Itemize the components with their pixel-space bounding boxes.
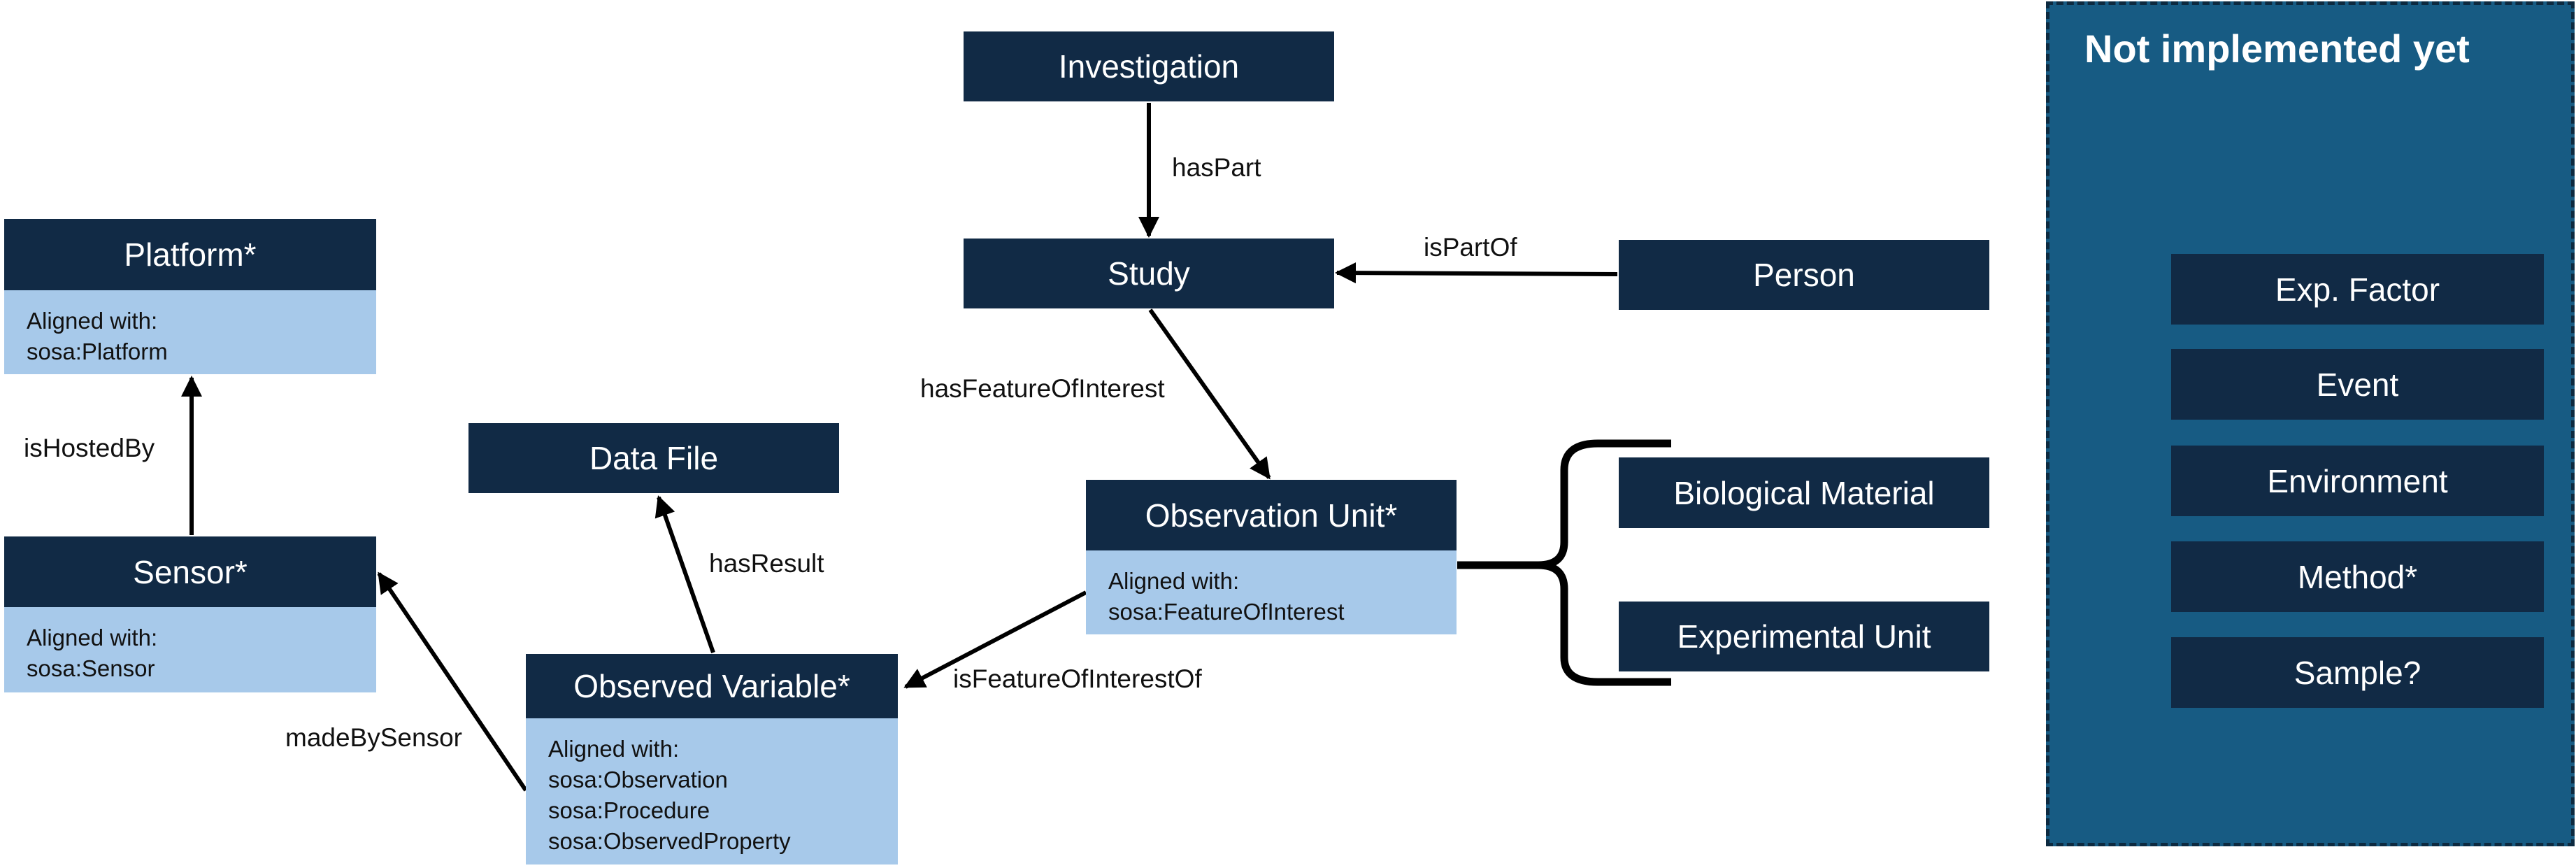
panel-item-sample[interactable]: Sample? bbox=[2171, 637, 2544, 708]
aligned-line: sosa:FeatureOfInterest bbox=[1108, 599, 1345, 625]
aligned-line: sosa:ObservedProperty bbox=[548, 828, 791, 854]
node-observed-variable[interactable]: Observed Variable* bbox=[526, 654, 898, 718]
node-platform-note: Aligned with: sosa:Platform bbox=[4, 290, 376, 374]
aligned-line: sosa:Platform bbox=[27, 339, 168, 364]
label-has-result: hasResult bbox=[709, 549, 824, 578]
aligned-heading: Aligned with: bbox=[27, 308, 158, 334]
panel-title: Not implemented yet bbox=[2084, 27, 2470, 71]
node-person[interactable]: Person bbox=[1619, 240, 1989, 310]
edge-is-feature-of-interest-of bbox=[903, 590, 1087, 689]
node-platform[interactable]: Platform* bbox=[4, 219, 376, 290]
label-has-part: hasPart bbox=[1172, 153, 1261, 182]
node-sensor-note: Aligned with: sosa:Sensor bbox=[4, 607, 376, 692]
label-is-hosted-by: isHostedBy bbox=[24, 434, 155, 462]
aligned-heading: Aligned with: bbox=[27, 625, 158, 650]
node-experimental-unit[interactable]: Experimental Unit bbox=[1619, 602, 1989, 671]
panel-item-event[interactable]: Event bbox=[2171, 349, 2544, 420]
edge-has-result bbox=[654, 495, 715, 653]
node-observation-unit[interactable]: Observation Unit* bbox=[1086, 480, 1457, 550]
label-has-feature-of-interest: hasFeatureOfInterest bbox=[920, 374, 1165, 403]
grouping-brace bbox=[1457, 439, 1671, 686]
edge-made-by-sensor bbox=[377, 571, 528, 792]
node-study[interactable]: Study bbox=[964, 239, 1334, 308]
aligned-heading: Aligned with: bbox=[1108, 568, 1240, 594]
node-observed-variable-note: Aligned with: sosa:Observation sosa:Proc… bbox=[526, 718, 898, 865]
panel-item-exp-factor[interactable]: Exp. Factor bbox=[2171, 254, 2544, 325]
label-made-by-sensor: madeBySensor bbox=[285, 723, 462, 752]
node-biological-material[interactable]: Biological Material bbox=[1619, 457, 1989, 528]
node-investigation[interactable]: Investigation bbox=[964, 31, 1334, 101]
panel-item-environment[interactable]: Environment bbox=[2171, 446, 2544, 516]
edge-has-feature-of-interest bbox=[1148, 308, 1271, 480]
node-data-file[interactable]: Data File bbox=[468, 423, 839, 493]
label-is-feature-of-interest-of: isFeatureOfInterestOf bbox=[953, 664, 1202, 693]
aligned-line: sosa:Sensor bbox=[27, 655, 155, 681]
node-observation-unit-note: Aligned with: sosa:FeatureOfInterest bbox=[1086, 550, 1457, 634]
aligned-line: sosa:Procedure bbox=[548, 797, 710, 823]
panel-item-method[interactable]: Method* bbox=[2171, 541, 2544, 612]
edge-is-part-of bbox=[1335, 262, 1618, 284]
label-is-part-of: isPartOf bbox=[1424, 233, 1517, 262]
aligned-heading: Aligned with: bbox=[548, 736, 680, 762]
not-implemented-panel: Not implemented yet Exp. Factor Event En… bbox=[2046, 1, 2575, 846]
aligned-line: sosa:Observation bbox=[548, 767, 728, 792]
node-sensor[interactable]: Sensor* bbox=[4, 536, 376, 607]
